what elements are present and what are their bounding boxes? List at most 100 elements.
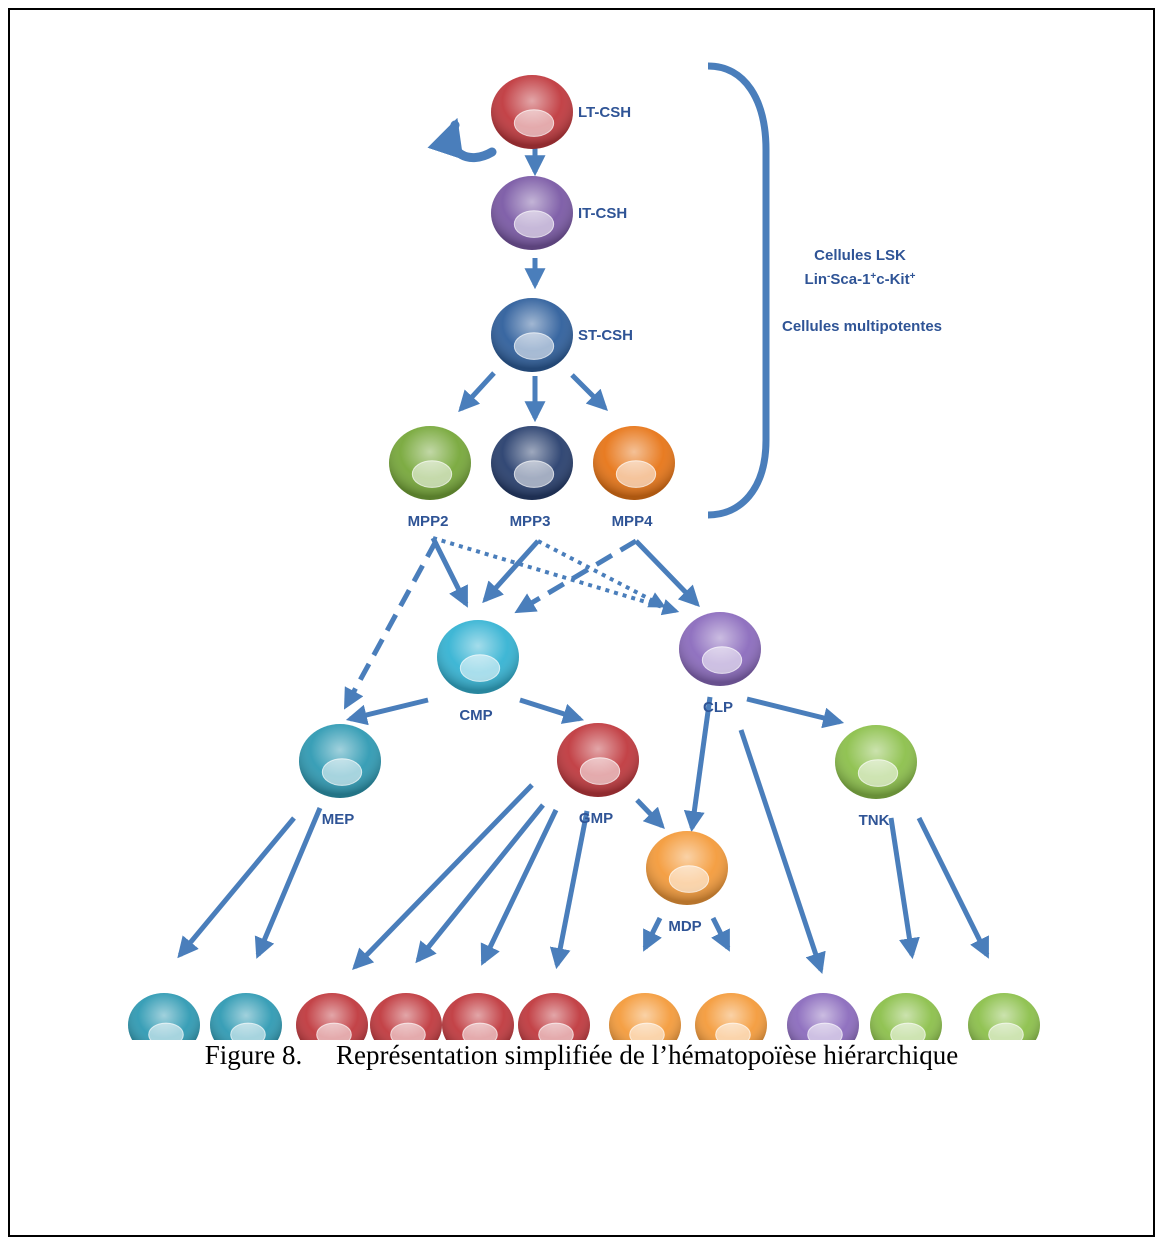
cell-shading	[296, 993, 368, 1040]
cell-pro-b: Pro B	[787, 993, 859, 1040]
cell-label: MDP	[668, 918, 701, 935]
edge-cmp-to-mep	[345, 697, 429, 726]
cell-gmp: GMP	[557, 723, 639, 827]
cell-label: MEP	[322, 811, 355, 828]
cell-shading	[518, 993, 590, 1040]
edge-mep-to-ep	[177, 816, 296, 959]
cell-eop: EoP	[370, 993, 442, 1040]
cell-cmp: CMP	[437, 620, 519, 724]
cell-mpp3: MPP3	[491, 426, 573, 530]
cell-nucleus	[316, 1022, 352, 1040]
cell-label: CMP	[459, 707, 492, 724]
cell-mdp: MDP	[646, 831, 728, 935]
cell-mcp: MCP	[296, 993, 368, 1040]
cell-ep: EP	[128, 993, 200, 1040]
cell-shading	[442, 993, 514, 1040]
edge-mdp-to-pro_dc	[710, 916, 731, 952]
cell-nucleus	[668, 865, 710, 893]
cell-shading	[128, 993, 200, 1040]
edge-cmp-to-gmp	[519, 697, 585, 724]
figure-caption: Figure 8. Représentation simplifiée de l…	[0, 1040, 1163, 1071]
cell-mpp2: MPP2	[389, 426, 471, 530]
cell-nucleus	[988, 1022, 1024, 1040]
cell-lt-csh: LT-CSH	[491, 75, 631, 149]
edge-gmp-to-mcp	[352, 783, 534, 971]
edge-st_csh-to-mpp2	[458, 371, 496, 413]
edge-clp-to-mdp	[683, 696, 713, 833]
cell-nucleus	[462, 1022, 498, 1040]
cell-label: CLP	[703, 699, 733, 716]
cell-it-csh: IT-CSH	[491, 176, 627, 250]
cell-mpp4: MPP4	[593, 426, 675, 530]
cell-nucleus	[411, 460, 453, 488]
cell-shading	[968, 993, 1040, 1040]
bracket-line3: Cellules multipotentes	[782, 318, 942, 335]
cell-shading	[210, 993, 282, 1040]
edge-st_csh-to-mpp4	[570, 373, 608, 411]
cell-nucleus	[701, 646, 743, 674]
cell-label: GMP	[579, 810, 613, 827]
cell-label: MPP4	[612, 513, 654, 530]
cell-st-csh: ST-CSH	[491, 298, 633, 372]
edge-clp-to-pro_b	[738, 729, 826, 974]
edge-mpp2-to-mep	[343, 539, 439, 710]
caption-number: Figure 8.	[204, 1040, 303, 1070]
edges-layer	[177, 146, 990, 974]
bracket-line1: Cellules LSK	[814, 247, 906, 264]
cell-nucleus	[230, 1022, 266, 1040]
edge-mep-to-mkp	[254, 807, 323, 959]
cell-nucleus	[615, 460, 657, 488]
cell-nucleus	[890, 1022, 926, 1040]
cell-bap: BaP	[442, 993, 514, 1040]
cell-shading	[787, 993, 859, 1040]
edge-gmp-to-pro_neutro	[549, 810, 590, 970]
bracket-line2: Lin-Sca-1+c-Kit+	[805, 271, 916, 289]
caption-text: Représentation simplifiée de l’hématopoï…	[335, 1040, 959, 1070]
edge-tnk-to-pro_t	[916, 816, 990, 959]
cell-label: IT-CSH	[578, 205, 627, 222]
cell-nucleus	[857, 759, 899, 787]
cell-cmop: cMoP	[609, 993, 681, 1040]
edge-gmp-to-eop	[415, 803, 545, 964]
cell-nucleus	[148, 1022, 184, 1040]
edge-mpp4-to-cmp	[514, 538, 638, 614]
cell-shading	[695, 993, 767, 1040]
edge-mpp2-to-cmp	[430, 536, 469, 608]
cell-shading	[370, 993, 442, 1040]
cell-label: LT-CSH	[578, 104, 631, 121]
cell-nucleus	[459, 654, 501, 682]
cell-shading	[870, 993, 942, 1040]
bracket	[707, 62, 770, 519]
edge-mpp2-to-clp	[432, 536, 680, 616]
cell-shading	[609, 993, 681, 1040]
cell-nucleus	[513, 332, 555, 360]
cell-nucleus	[513, 210, 555, 238]
cell-pro-t: Pro T	[968, 993, 1040, 1040]
figure-frame	[8, 8, 1155, 1237]
edge-tnk-to-pro_nk	[888, 817, 920, 960]
cell-label: MPP2	[408, 513, 449, 530]
edge-gmp-to-bap	[480, 808, 559, 966]
edge-clp-to-tnk	[746, 696, 845, 729]
cell-tnk: TNK	[835, 725, 917, 829]
cell-nucleus	[390, 1022, 426, 1040]
edge-mpp4-to-clp	[634, 539, 700, 608]
cell-label: MPP3	[510, 513, 551, 530]
edge-mpp3-to-clp	[537, 539, 666, 608]
cell-label: ST-CSH	[578, 327, 633, 344]
edge-mpp3-to-cmp	[482, 539, 540, 604]
edge-gmp-to-mdp	[635, 798, 665, 830]
cell-nucleus	[538, 1022, 574, 1040]
self-renewal-arrow	[427, 117, 497, 163]
edge-mdp-to-cmop	[642, 916, 663, 952]
cell-label: TNK	[859, 812, 890, 829]
cell-pro-dc: Pro DC	[695, 993, 767, 1040]
cell-mkp: MKP	[210, 993, 282, 1040]
cell-nucleus	[715, 1022, 751, 1040]
cell-nucleus	[629, 1022, 665, 1040]
cell-nucleus	[579, 757, 621, 785]
cell-nucleus	[513, 109, 555, 137]
cell-clp: CLP	[679, 612, 761, 716]
